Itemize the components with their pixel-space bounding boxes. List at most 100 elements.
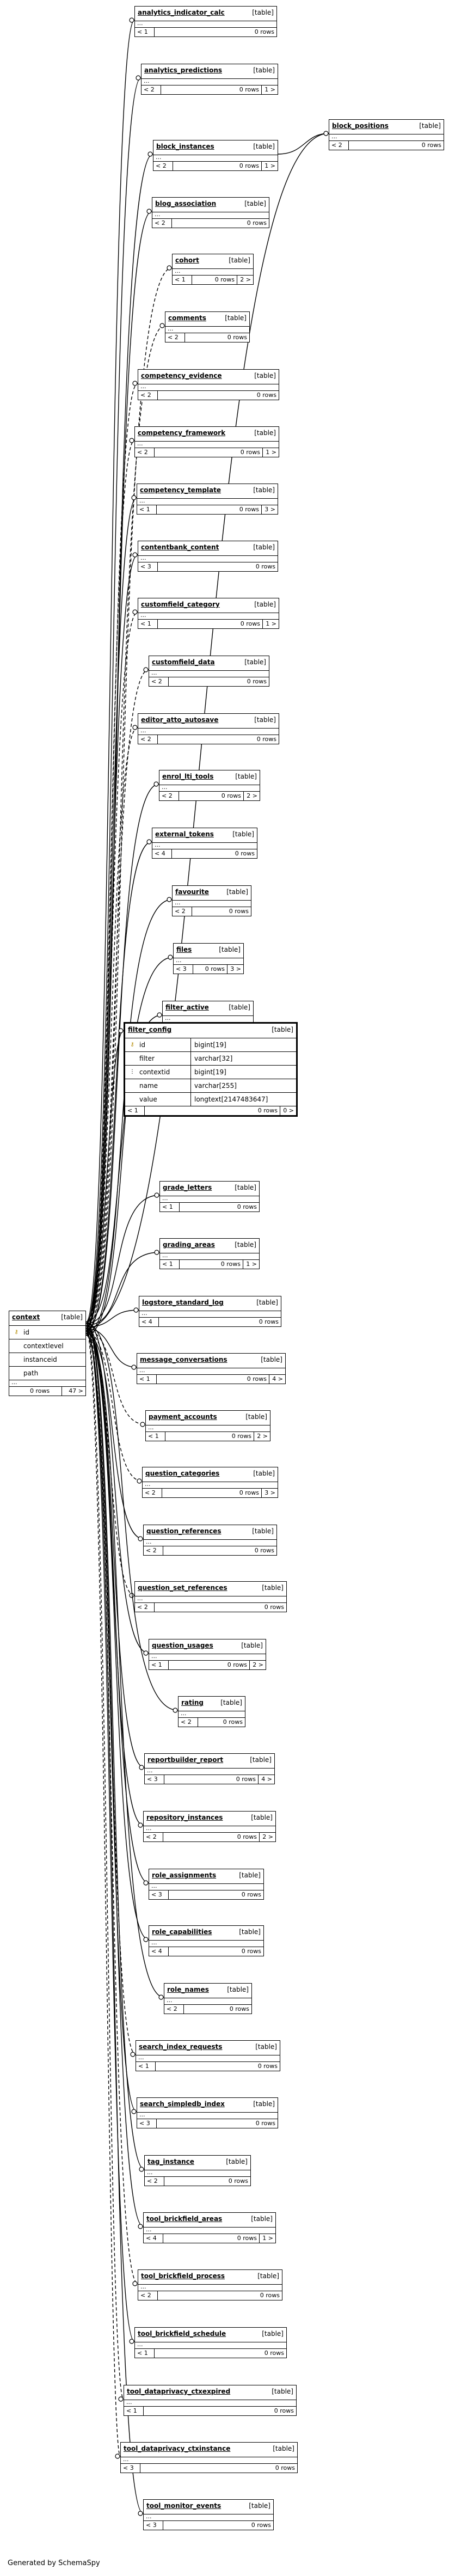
parents-count[interactable]: < 2 (164, 2005, 184, 2014)
table-name[interactable]: contentbank_content (141, 543, 219, 551)
parents-count[interactable]: < 2 (159, 792, 179, 800)
table-name[interactable]: context (12, 1313, 40, 1321)
children-count[interactable]: 1 > (259, 2234, 275, 2243)
table-tool-dataprivacy-ctxexpired[interactable]: tool_dataprivacy_ctxexpired[table]...< 1… (124, 2385, 297, 2416)
children-count[interactable]: 2 > (259, 1833, 275, 1841)
parents-count[interactable]: < 2 (135, 448, 155, 457)
parents-count[interactable]: < 2 (138, 391, 158, 400)
parents-count[interactable]: < 2 (142, 85, 161, 94)
parents-count[interactable]: < 2 (165, 333, 185, 342)
parents-count[interactable]: < 1 (173, 276, 192, 284)
parents-count[interactable]: < 1 (138, 620, 158, 628)
table-name[interactable]: enrol_lti_tools (162, 773, 214, 780)
parents-count[interactable]: < 4 (149, 1947, 169, 1956)
parents-count[interactable]: < 3 (137, 2119, 157, 2128)
parents-count[interactable]: < 1 (136, 2062, 156, 2071)
table-name[interactable]: blog_association (155, 200, 217, 207)
parents-count[interactable]: < 1 (149, 1661, 169, 1669)
parents-count[interactable]: < 1 (124, 2407, 144, 2415)
parents-count[interactable]: < 2 (138, 735, 158, 744)
table-name[interactable]: analytics_predictions (144, 66, 223, 74)
parents-count[interactable]: < 1 (135, 28, 155, 36)
table-name[interactable]: files (176, 946, 192, 953)
parents-count[interactable]: < 1 (135, 2349, 155, 2358)
parents-count[interactable]: < 3 (174, 965, 193, 974)
table-name[interactable]: competency_framework (138, 429, 226, 437)
table-name[interactable]: tool_brickfield_schedule (138, 2330, 226, 2338)
table-name[interactable]: customfield_data (152, 658, 215, 666)
table-tool-dataprivacy-ctxinstance[interactable]: tool_dataprivacy_ctxinstance[table]...< … (120, 2442, 298, 2473)
table-name[interactable]: filter_active (165, 1004, 209, 1011)
parents-count[interactable]: < 2 (149, 677, 169, 686)
parents-count[interactable]: < 2 (138, 2291, 158, 2300)
children-count[interactable]: 2 > (237, 276, 253, 284)
table-name[interactable]: question_categories (145, 1470, 220, 1477)
table-name[interactable]: question_usages (152, 1642, 213, 1649)
parents-count[interactable]: < 2 (173, 907, 192, 916)
parents-count[interactable]: < 2 (144, 1833, 163, 1841)
table-name[interactable]: cohort (175, 256, 199, 264)
parents-count[interactable]: < 1 (137, 1375, 157, 1384)
parents-count[interactable]: < 2 (143, 1489, 162, 1497)
parents-count[interactable]: < 3 (138, 562, 158, 571)
table-name[interactable]: role_capabilities (152, 1928, 212, 1936)
table-name[interactable]: payment_accounts (149, 1413, 217, 1421)
parents-count[interactable]: < 2 (153, 162, 173, 170)
parents-count[interactable]: < 3 (149, 1890, 169, 1899)
table-name[interactable]: editor_atto_autosave (141, 716, 219, 724)
parents-count[interactable]: < 4 (144, 2234, 163, 2243)
table-name[interactable]: message_conversations (140, 1356, 227, 1363)
table-name[interactable]: customfield_category (141, 601, 220, 608)
table-name[interactable]: search_simpledb_index (140, 2100, 225, 2108)
table-name[interactable]: tool_monitor_events (146, 2502, 222, 2510)
table-name[interactable]: reportbuilder_report (147, 1756, 224, 1764)
table-name[interactable]: tag_instance (147, 2158, 194, 2165)
table-name[interactable]: question_references (146, 1527, 222, 1535)
children-count[interactable]: 4 > (258, 1775, 274, 1784)
table-name[interactable]: repository_instances (146, 1814, 223, 1821)
parents-count[interactable]: < 4 (152, 849, 172, 858)
parents-count[interactable]: < 2 (329, 141, 349, 150)
parents-count[interactable]: < 3 (145, 1775, 164, 1784)
children-count[interactable]: 1 > (261, 85, 278, 94)
table-name[interactable]: analytics_indicator_calc (138, 9, 225, 16)
parents-count[interactable]: < 1 (160, 1260, 180, 1269)
children-count[interactable]: 1 > (262, 448, 279, 457)
parents-count[interactable]: < 2 (145, 2177, 164, 2186)
table-name[interactable]: favourite (175, 888, 209, 896)
table-name[interactable]: role_names (167, 1986, 209, 1993)
children-count[interactable]: 2 > (254, 1432, 270, 1441)
parents-count[interactable]: < 3 (144, 2521, 163, 2530)
children-count[interactable]: 3 > (261, 1489, 278, 1497)
parents-count[interactable]: < 4 (139, 1318, 159, 1326)
parents-count[interactable]: < 2 (144, 1546, 163, 1555)
table-name[interactable]: role_assignments (152, 1871, 217, 1879)
table-name[interactable]: filter_config (128, 1026, 172, 1033)
parents-count[interactable]: < 2 (152, 219, 172, 228)
